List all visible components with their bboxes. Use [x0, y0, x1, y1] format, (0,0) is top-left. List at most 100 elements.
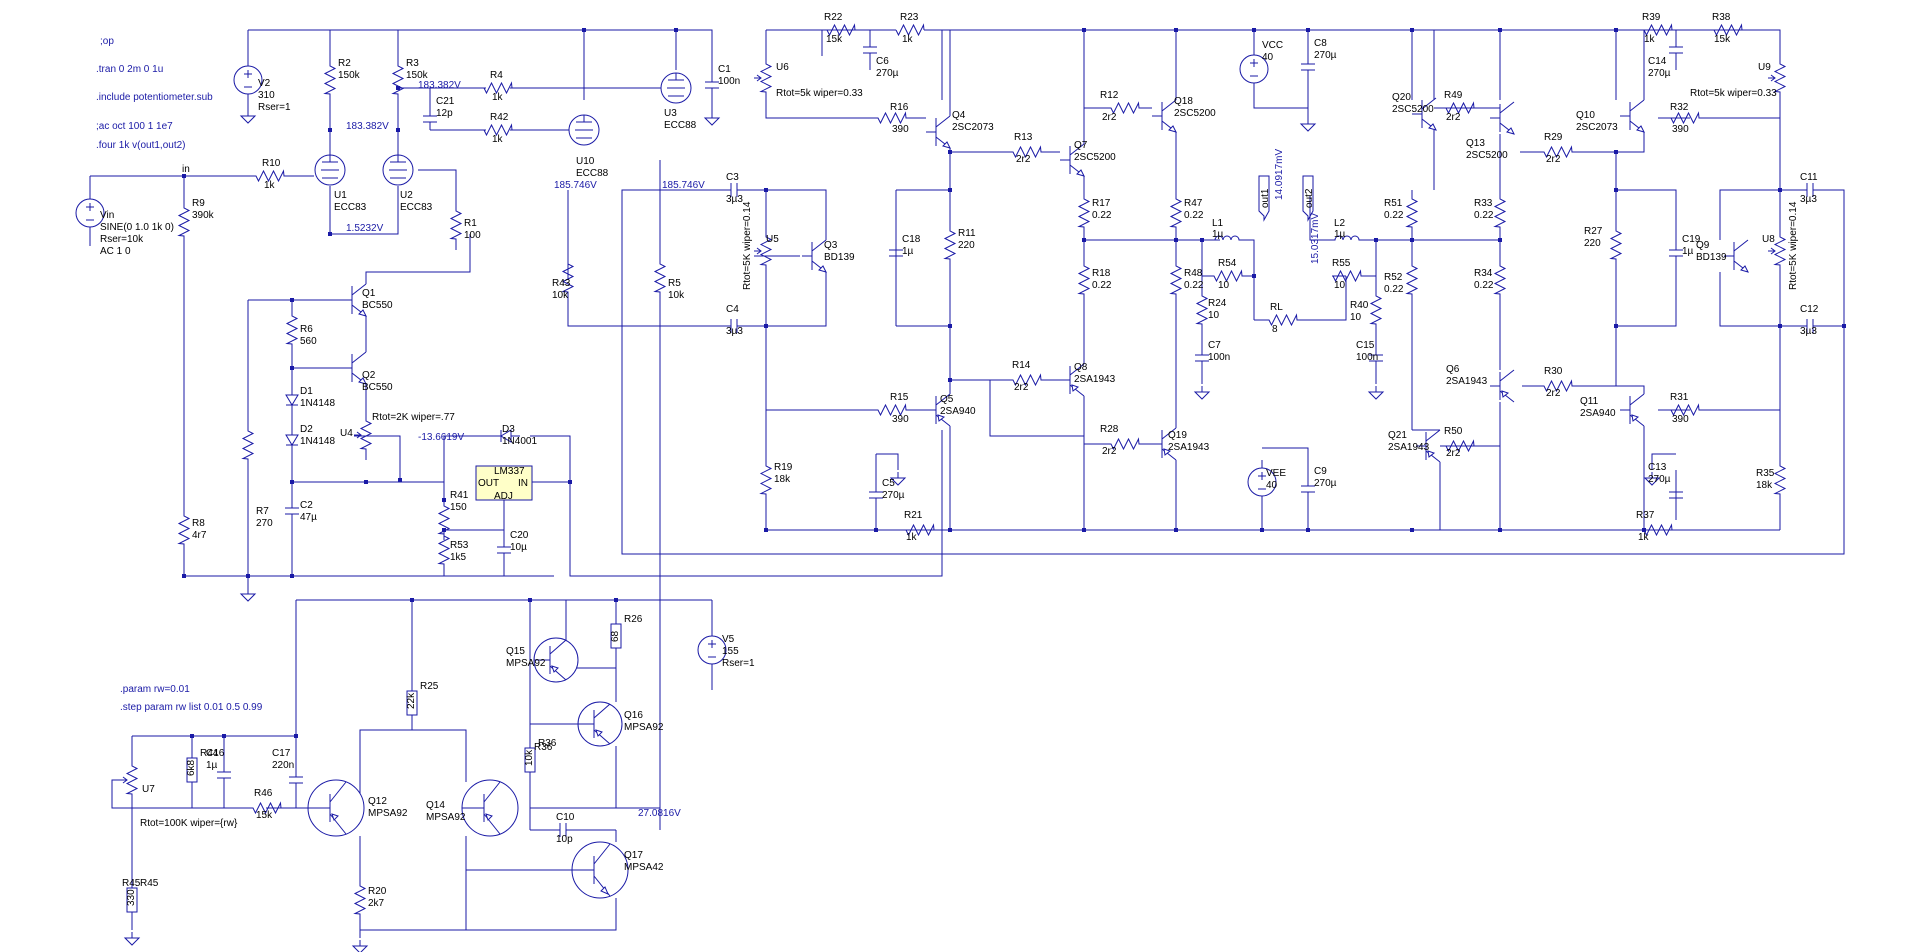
rl-name: RL [1270, 302, 1283, 313]
r24-name: R24 [1208, 298, 1227, 309]
c14-capacitor [1669, 30, 1683, 70]
c8-value: 270µ [1314, 50, 1337, 61]
r24-resistor [1195, 290, 1209, 330]
vin-l2: Rser=10k [100, 234, 144, 245]
r1-value: 100 [464, 230, 481, 241]
wire [1201, 240, 1212, 277]
q1-name: Q1 [362, 288, 376, 299]
junction [246, 574, 250, 578]
r36-value: 10k [524, 749, 535, 766]
net-27v: 27.0816V [638, 808, 681, 819]
u2-value: ECC83 [400, 202, 433, 213]
wire [1651, 453, 1676, 470]
junction [1410, 238, 1414, 242]
v2-l2: Rser=1 [258, 102, 291, 113]
q14-value: MPSA92 [426, 812, 466, 823]
lm337-in: IN [518, 478, 528, 489]
wire [443, 435, 492, 482]
u4-name: U4 [340, 428, 353, 439]
v2-voltage-source [233, 56, 263, 104]
r28-value: 2r2 [1102, 446, 1117, 457]
d1-name: D1 [300, 386, 313, 397]
r49-name: R49 [1444, 90, 1463, 101]
wire [111, 779, 132, 809]
q15-name: Q15 [506, 646, 525, 657]
r19-name: R19 [774, 462, 793, 473]
junction [1614, 188, 1618, 192]
c16-capacitor [217, 750, 231, 800]
c19-value: 1µ [1682, 246, 1694, 257]
q12-transistor [307, 779, 365, 837]
r8-value: 4r7 [192, 530, 207, 541]
c6-capacitor [863, 30, 877, 70]
r36-name-2: R36 [534, 742, 553, 753]
r45-value: 330 [126, 889, 137, 906]
u7-value: Rtot=100K wiper={rw} [140, 818, 238, 829]
vin-l1: SINE(0 1.0 1k 0) [100, 222, 174, 233]
ground-symbol [703, 112, 721, 126]
u5-potentiometer [754, 226, 773, 276]
u2-vacuum-tube [382, 154, 414, 186]
r31-value: 390 [1672, 414, 1689, 425]
r50-resistor [1440, 439, 1480, 453]
c12-capacitor [1800, 319, 1820, 333]
c11-name: C11 [1800, 172, 1818, 183]
c21-capacitor [423, 108, 437, 130]
q12-value: MPSA92 [368, 808, 408, 819]
c9-capacitor [1301, 470, 1315, 508]
r39-value: 1k [1644, 34, 1656, 45]
wire [248, 29, 713, 62]
r41-name: R41 [450, 490, 469, 501]
c5-capacitor [869, 470, 883, 520]
r4-value: 1k [492, 92, 504, 103]
c11-capacitor [1800, 183, 1820, 197]
wire [530, 599, 567, 640]
components [75, 23, 1820, 952]
r30-value: 2r2 [1546, 388, 1561, 399]
r5-value: 10k [668, 290, 685, 301]
r20-name: R20 [368, 886, 387, 897]
q13-transistor [1490, 101, 1515, 135]
q18-name: Q18 [1174, 96, 1193, 107]
q7-value: 2SC5200 [1074, 152, 1116, 163]
u8-potentiometer [1768, 226, 1787, 276]
r29-value: 2r2 [1546, 154, 1561, 165]
wire [365, 234, 471, 284]
r52-resistor [1405, 260, 1419, 300]
wire [329, 186, 399, 235]
junction [764, 528, 768, 532]
wire [1719, 189, 1780, 240]
c4-value: 3µ3 [726, 326, 743, 337]
c2-name: C2 [300, 500, 313, 511]
wire [529, 807, 616, 830]
net-out1-mv: 14.0917mV [1274, 149, 1285, 200]
junction [1614, 324, 1618, 328]
r8-resistor [177, 500, 191, 560]
r15-resistor [872, 403, 912, 417]
u3-value: ECC88 [664, 120, 697, 131]
c2-value: 47µ [300, 512, 317, 523]
c15-name: C15 [1356, 340, 1375, 351]
r15-value: 390 [892, 414, 909, 425]
r53-value: 1k5 [450, 552, 467, 563]
labels: ;op.tran 0 2m 0 1u.include potentiometer… [96, 12, 1819, 909]
r22-resistor [822, 23, 860, 37]
r36-name: R36 [538, 738, 557, 749]
q17-name: Q17 [624, 850, 643, 861]
junction [948, 378, 952, 382]
u4-value: Rtot=2K wiper=.77 [372, 412, 455, 423]
q18-value: 2SC5200 [1174, 108, 1216, 119]
lm337-regulator [475, 465, 533, 501]
r7-resistor [241, 330, 255, 560]
r52-value: 0.22 [1384, 284, 1404, 295]
r47-resistor [1169, 190, 1183, 236]
c6-name: C6 [876, 56, 889, 67]
q9-name: Q9 [1696, 240, 1710, 251]
q13-name: Q13 [1466, 138, 1485, 149]
junction [182, 574, 186, 578]
q2-transistor [342, 351, 367, 385]
r19-value: 18k [774, 474, 791, 485]
net-out2-mv: 15.0317mV [1310, 213, 1321, 264]
r41-resistor [437, 500, 451, 540]
c8-name: C8 [1314, 38, 1327, 49]
